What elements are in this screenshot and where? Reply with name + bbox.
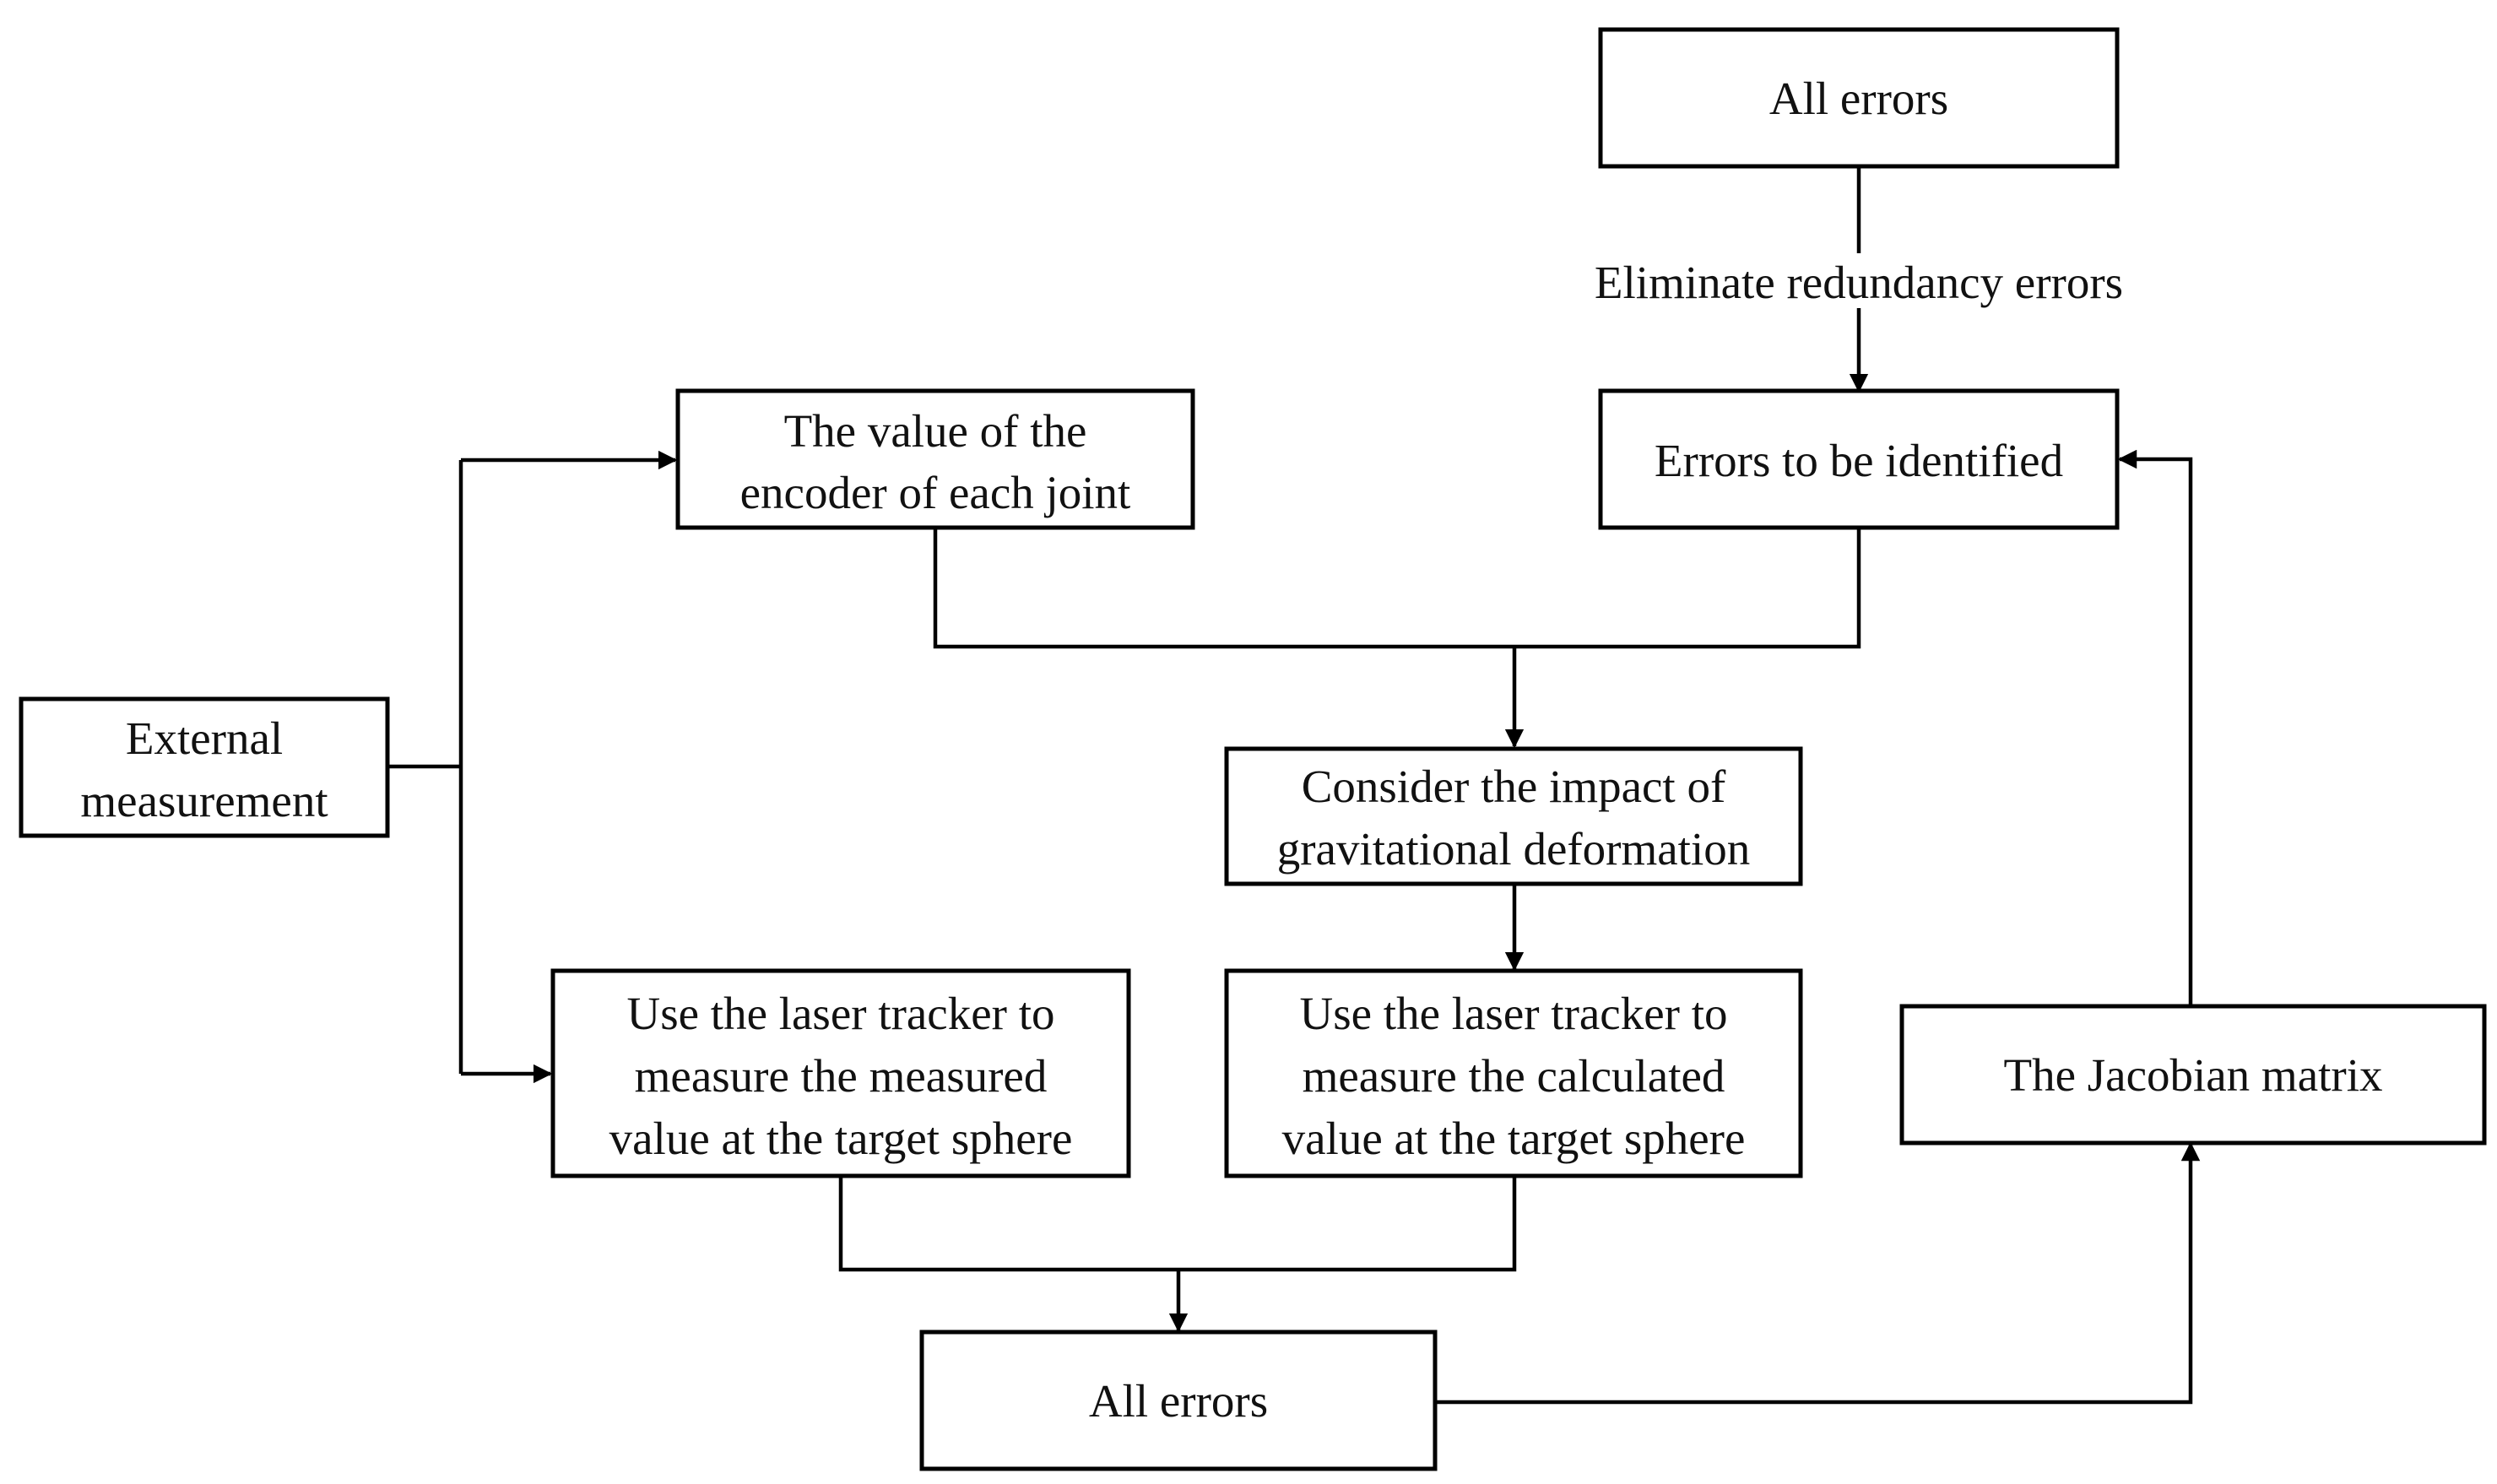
svg-text:Use the laser tracker to: Use the laser tracker to	[627, 988, 1055, 1039]
node-box-encoder-value	[675, 388, 1195, 530]
svg-text:value at the target sphere: value at the target sphere	[609, 1113, 1073, 1164]
node-box-all-errors-top	[1598, 27, 2120, 169]
node-box-measured-value	[550, 968, 1131, 1178]
svg-text:measure the measured: measure the measured	[635, 1050, 1048, 1102]
svg-text:value at the target sphere: value at the target sphere	[1282, 1113, 1746, 1164]
node-label-measured-value: Use the laser tracker to measure the mea…	[609, 988, 1073, 1164]
svg-text:measure the calculated: measure the calculated	[1303, 1050, 1725, 1102]
node-label-jacobian: The Jacobian matrix	[2004, 1049, 2383, 1101]
node-label-all-errors-top: All errors	[1769, 73, 1948, 124]
node-label-calculated-value: Use the laser tracker to measure the cal…	[1282, 988, 1746, 1164]
node-box-all-errors-bottom	[919, 1330, 1438, 1471]
svg-text:All errors: All errors	[1769, 73, 1948, 124]
svg-text:encoder of each joint: encoder of each joint	[740, 467, 1131, 518]
node-box-jacobian	[1899, 1004, 2487, 1145]
svg-text:All errors: All errors	[1089, 1375, 1268, 1427]
svg-text:The Jacobian matrix: The Jacobian matrix	[2004, 1049, 2383, 1101]
node-label-external-measurement: External measurement	[80, 712, 328, 826]
node-label-encoder-value: The value of the encoder of each joint	[740, 405, 1131, 518]
node-label-all-errors-bottom: All errors	[1089, 1375, 1268, 1427]
svg-text:Use the laser tracker to: Use the laser tracker to	[1300, 988, 1728, 1039]
svg-text:Consider the impact of: Consider the impact of	[1302, 761, 1726, 812]
svg-text:gravitational deformation: gravitational deformation	[1277, 823, 1751, 875]
svg-text:The value of the: The value of the	[784, 405, 1087, 457]
node-label-gravitational: Consider the impact of gravitational def…	[1277, 761, 1751, 875]
node-box-calculated-value	[1224, 968, 1803, 1178]
node-box-gravitational	[1224, 746, 1803, 886]
svg-text:External: External	[126, 712, 283, 764]
node-box-external-measurement	[19, 696, 390, 838]
connector-measure-merge	[838, 1177, 1517, 1272]
edge-label-eliminate-redundancy: Eliminate redundancy errors	[1595, 257, 2123, 308]
svg-text:Errors to be identified: Errors to be identified	[1655, 435, 2063, 486]
node-label-errors-identified: Errors to be identified	[1655, 435, 2063, 486]
svg-text:Eliminate redundancy errors: Eliminate redundancy errors	[1595, 257, 2123, 308]
svg-text:measurement: measurement	[80, 775, 328, 826]
arrow-jacobian-to-errors-identified	[2117, 449, 2193, 1006]
connector-encoder-merge	[933, 528, 1861, 649]
node-box-errors-identified	[1598, 388, 2120, 530]
arrow-to-jacobian	[1435, 1141, 2201, 1405]
